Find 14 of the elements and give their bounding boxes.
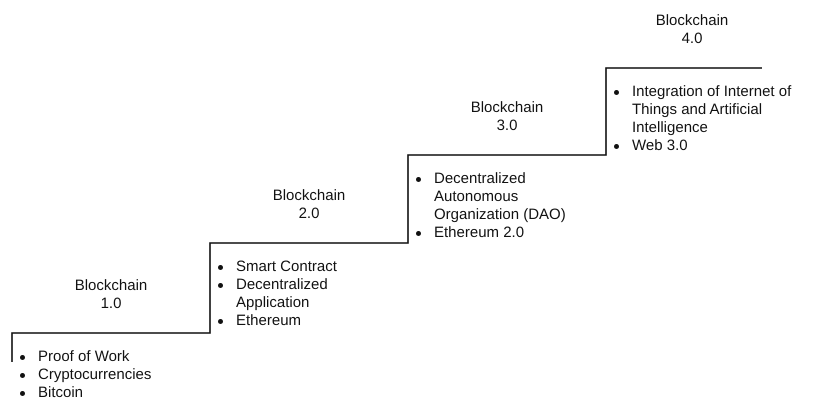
bullet-text: Proof of Work bbox=[38, 348, 130, 365]
step-heading: Blockchain 4.0 bbox=[654, 12, 730, 48]
bullet-text: Bitcoin bbox=[38, 384, 84, 401]
step-heading: Blockchain 1.0 bbox=[74, 277, 148, 313]
bullet-text: Ethereum bbox=[236, 312, 302, 329]
bullet-text: Decentralized Application bbox=[236, 276, 328, 311]
bullet-text: Integration of Internet of Things and Artificial Intelligence bbox=[632, 83, 792, 136]
bullet-text: Cryptocurrencies bbox=[38, 366, 152, 383]
bullet-text: Smart Contract bbox=[236, 258, 337, 275]
bullet-text: Web 3.0 bbox=[632, 137, 688, 154]
step-heading: Blockchain 2.0 bbox=[272, 187, 346, 223]
step-heading: Blockchain 3.0 bbox=[470, 99, 544, 135]
bullet-text: Decentralized Autonomous Organization (DAO) bbox=[434, 170, 566, 223]
bullet-text: Ethereum 2.0 bbox=[434, 224, 524, 241]
